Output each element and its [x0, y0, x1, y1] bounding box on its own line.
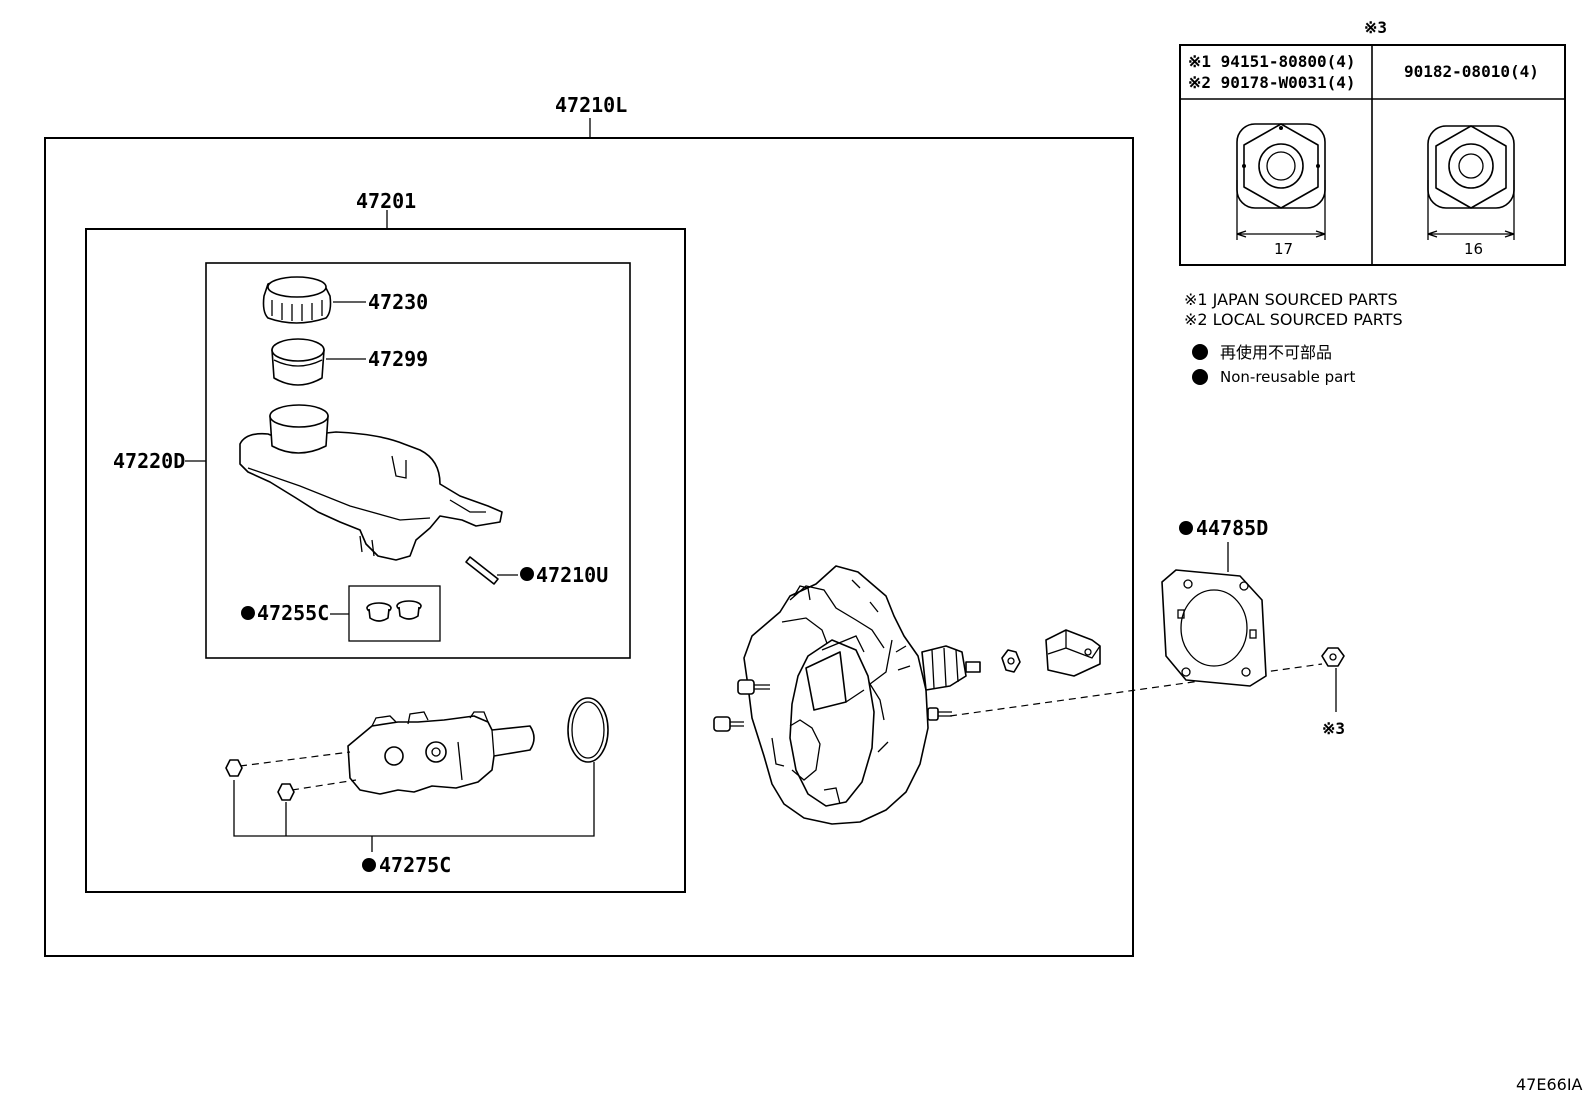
label-pin[interactable]: 47210U: [536, 563, 608, 587]
dim-17: 17: [1274, 240, 1293, 258]
gasket-nonreusable-dot: [1179, 521, 1193, 535]
flange-nut-17-icon: [1236, 123, 1326, 209]
grommet-right[interactable]: [396, 600, 422, 620]
cylinder-stud-line-1: [239, 751, 351, 767]
legend-dot-jp: [1192, 344, 1208, 360]
grommet-box: [348, 585, 441, 642]
grommet-nonreusable-dot: [241, 606, 255, 620]
o-ring[interactable]: [567, 697, 609, 763]
label-gasket[interactable]: 44785D: [1196, 516, 1268, 540]
nut-table-part-2[interactable]: ※2 90178-W0031(4): [1188, 73, 1356, 92]
label-grommet-kit[interactable]: 47255C: [257, 601, 329, 625]
nut-table-part-3[interactable]: 90182-08010(4): [1404, 62, 1539, 81]
nut-table-ref: ※3: [1364, 18, 1387, 37]
nut-table-part-1[interactable]: ※1 94151-80800(4): [1188, 52, 1356, 71]
booster-stud-left-top[interactable]: [737, 679, 770, 695]
cylinder-nut-1[interactable]: [225, 759, 243, 777]
pin-nonreusable-dot: [520, 567, 534, 581]
label-kit[interactable]: 47275C: [379, 853, 451, 877]
kit-nonreusable-dot: [362, 858, 376, 872]
booster-nut[interactable]: [1321, 647, 1345, 667]
booster-stud-left-bottom[interactable]: [713, 716, 744, 732]
clevis-nut[interactable]: [1001, 649, 1021, 673]
kit-bracket: [233, 762, 595, 852]
flange-nut-16-icon: [1427, 125, 1515, 209]
legend-note-2: ※2 LOCAL SOURCED PARTS: [1184, 310, 1403, 329]
label-nut-ref[interactable]: ※3: [1322, 719, 1345, 738]
booster-push-rod[interactable]: [921, 645, 981, 721]
legend-dot-en: [1192, 369, 1208, 385]
cylinder-nut-2[interactable]: [277, 783, 295, 801]
reservoir-pin[interactable]: [465, 556, 499, 585]
label-strainer[interactable]: 47299: [368, 347, 428, 371]
master-cylinder-body[interactable]: [347, 711, 535, 795]
cylinder-assembly-frame: [85, 228, 686, 893]
gasket[interactable]: [1161, 569, 1267, 687]
brake-booster[interactable]: [743, 565, 929, 825]
label-reservoir[interactable]: 47220D: [113, 449, 185, 473]
reservoir-strainer[interactable]: [271, 338, 325, 386]
diagram-code: 47E66IA: [1516, 1075, 1583, 1094]
legend-nonreusable-jp: 再使用不可部品: [1220, 343, 1332, 362]
legend-note-1: ※1 JAPAN SOURCED PARTS: [1184, 290, 1398, 309]
dim-16: 16: [1464, 240, 1483, 258]
dim-17-line: [1236, 180, 1326, 240]
reservoir-tank[interactable]: [239, 404, 503, 561]
label-cylinder-assembly[interactable]: 47201: [356, 189, 416, 213]
clevis[interactable]: [1045, 629, 1101, 677]
reservoir-cap[interactable]: [262, 276, 332, 324]
label-cap[interactable]: 47230: [368, 290, 428, 314]
label-assembly[interactable]: 47210L: [555, 93, 627, 117]
grommet-left[interactable]: [366, 602, 392, 622]
cylinder-stud-line-2: [291, 779, 357, 791]
dim-16-line: [1427, 180, 1515, 240]
assembly-frame: [44, 137, 1134, 957]
legend-nonreusable-en: Non-reusable part: [1220, 368, 1355, 386]
